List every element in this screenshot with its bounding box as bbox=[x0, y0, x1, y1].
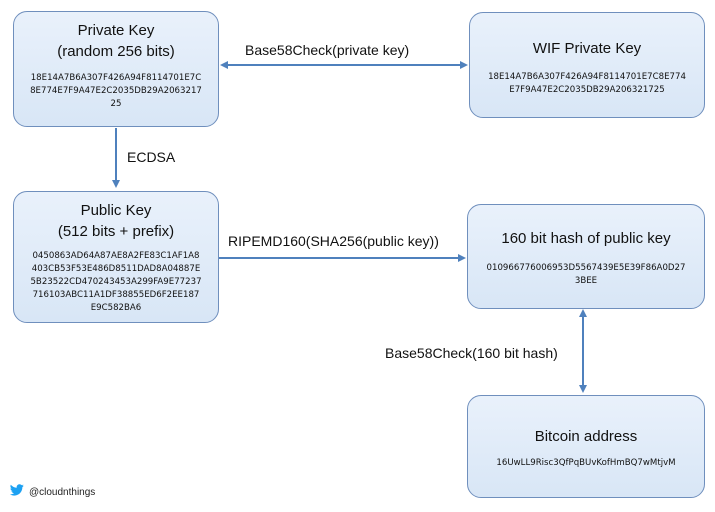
node-bitcoin-address: Bitcoin address 16UwLL9Risc3QfPqBUvKofHm… bbox=[467, 395, 705, 498]
twitter-bird-icon bbox=[9, 483, 24, 501]
public-key-title: Public Key bbox=[80, 202, 152, 219]
footer-credit: @cloudnthings bbox=[9, 483, 96, 501]
node-private-key: Private Key (random 256 bits) 18E14A7B6A… bbox=[13, 11, 219, 127]
edge-label-ripemd: RIPEMD160(SHA256(public key)) bbox=[228, 233, 439, 249]
hash160-title: 160 bit hash of public key bbox=[501, 230, 671, 247]
hash160-value: 010966776006953D5567439E5E39F86A0D273BEE bbox=[486, 263, 686, 286]
edge-label-base58check-private: Base58Check(private key) bbox=[245, 42, 410, 58]
node-wif-private-key: WIF Private Key 18E14A7B6A307F426A94F811… bbox=[469, 12, 705, 118]
private-key-value: 18E14A7B6A307F426A94F8114701E7C8E774E7F9… bbox=[30, 73, 202, 109]
edge-label-ecdsa: ECDSA bbox=[127, 149, 176, 165]
bitcoin-address-value: 16UwLL9Risc3QfPqBUvKofHmBQ7wMtjvM bbox=[496, 458, 676, 468]
wif-private-key-title: WIF Private Key bbox=[532, 40, 642, 57]
node-hash160: 160 bit hash of public key 0109667760069… bbox=[467, 204, 705, 309]
footer-handle: @cloudnthings bbox=[29, 486, 96, 498]
node-public-key: Public Key (512 bits + prefix) 0450863AD… bbox=[13, 191, 219, 323]
wif-private-key-value: 18E14A7B6A307F426A94F8114701E7C8E774E7F9… bbox=[488, 72, 686, 95]
edge-label-base58check-hash: Base58Check(160 bit hash) bbox=[385, 345, 558, 361]
public-key-value: 0450863AD64A87AE8A2FE83C1AF1A8403CB53F53… bbox=[30, 251, 202, 313]
public-key-subtitle: (512 bits + prefix) bbox=[57, 223, 175, 240]
bitcoin-address-title: Bitcoin address bbox=[534, 428, 638, 445]
private-key-title: Private Key bbox=[77, 22, 155, 39]
private-key-subtitle: (random 256 bits) bbox=[57, 43, 175, 60]
